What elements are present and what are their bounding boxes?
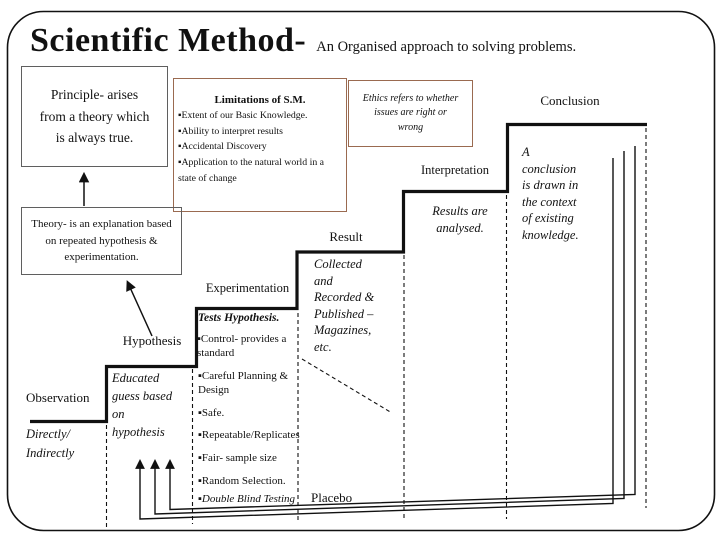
feedback-line-1 [135, 158, 614, 520]
result-note: Collected and Recorded & Published – Mag… [314, 257, 375, 354]
conclusion-note: A conclusion is drawn in the context of … [522, 145, 579, 242]
limitations-box: Limitations of S.M. ▪Extent of our Basic… [173, 78, 347, 212]
theory-box: Theory- is an explanation based on repea… [21, 207, 182, 275]
ethics-box: Ethics refers to whether issues are righ… [348, 80, 473, 147]
page-subtitle: An Organised approach to solving problem… [316, 39, 577, 55]
principle-box: Principle- arises from a theory which is… [21, 66, 168, 167]
limitations-item: ▪Extent of our Basic Knowledge. [178, 110, 308, 121]
feedback-line-3 [165, 146, 636, 511]
slide-border [6, 10, 716, 532]
placebo-label: Placebo [311, 490, 353, 505]
control-bullet: ▪Control- provides a standard [197, 333, 287, 360]
double-blind-row: ▪Double Blind Testing Placebo [198, 489, 352, 507]
hypothesis-note: Educated guess based on hypothesis [112, 371, 173, 440]
page-title: Scientific Method- [30, 22, 307, 59]
hypothesis-to-theory-arrow [126, 280, 153, 337]
experiment-bullet: ▪Repeatable/Replicates [198, 429, 300, 442]
limitations-item: ▪Accidental Discovery [178, 141, 267, 153]
title-row: Scientific Method- An Organised approach… [30, 22, 576, 60]
experiment-bullet: ▪Random Selection. [198, 474, 286, 487]
experiment-bullet: ▪Fair- sample size [198, 452, 277, 464]
observation-note: Directly/ Indirectly [26, 427, 75, 460]
experiment-bullet: ▪Safe. [198, 406, 225, 419]
step-label-experimentation: Experimentation [205, 281, 290, 295]
staircase-line [30, 122, 647, 424]
double-blind-bullet: ▪Double Blind Testing [198, 493, 295, 505]
step-label-observation: Observation [26, 390, 90, 405]
step-label-result: Result [329, 229, 363, 244]
limitations-item: ▪Application to the natural world in a s… [178, 157, 325, 184]
limitations-item: ▪Ability to interpret results [178, 125, 283, 137]
experiment-bullet-list: ▪Careful Planning & Design ▪Safe. ▪Repea… [198, 370, 312, 498]
interpretation-note: Results are analysed. [432, 204, 488, 235]
step-label-interpretation: Interpretation [420, 163, 490, 177]
limitations-items: ▪Extent of our Basic Knowledge. ▪Ability… [178, 108, 342, 186]
dashed-diagonal [301, 358, 393, 414]
limitations-title: Limitations of S.M. [214, 94, 306, 106]
experiment-bullet: ▪Careful Planning & Design [198, 370, 289, 396]
step-label-conclusion: Conclusion [540, 93, 600, 108]
step-label-hypothesis: Hypothesis [122, 333, 182, 348]
tests-hypothesis-heading: Tests Hypothesis. [198, 312, 280, 324]
feedback-line-2 [150, 151, 625, 515]
